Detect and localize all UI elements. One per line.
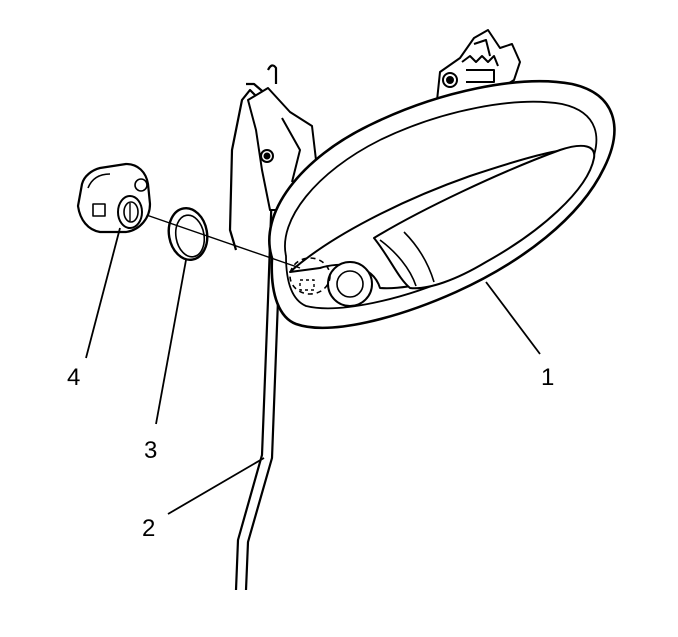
callout-4: 4 <box>67 364 80 391</box>
handle-grip-lever <box>373 144 596 290</box>
callout-3: 3 <box>144 437 157 464</box>
outside-door-handle <box>268 79 616 330</box>
leader-lines <box>85 227 541 515</box>
leader-line-2 <box>167 457 265 515</box>
leader-line-4 <box>85 227 121 359</box>
callout-2: 2 <box>142 515 155 542</box>
callout-1: 1 <box>541 364 554 391</box>
leader-line-3 <box>155 259 187 425</box>
hidden-retainer-clip <box>299 279 315 291</box>
leader-line-1 <box>485 281 541 355</box>
lock-bore-inner <box>336 270 364 298</box>
lock-cylinder <box>76 162 152 234</box>
handle-grip-edge <box>379 239 417 287</box>
hidden-retainer-outline <box>289 257 331 295</box>
handle-grip-edge <box>403 231 435 283</box>
assembly-centerline <box>131 209 301 269</box>
retaining-ring <box>167 206 209 262</box>
